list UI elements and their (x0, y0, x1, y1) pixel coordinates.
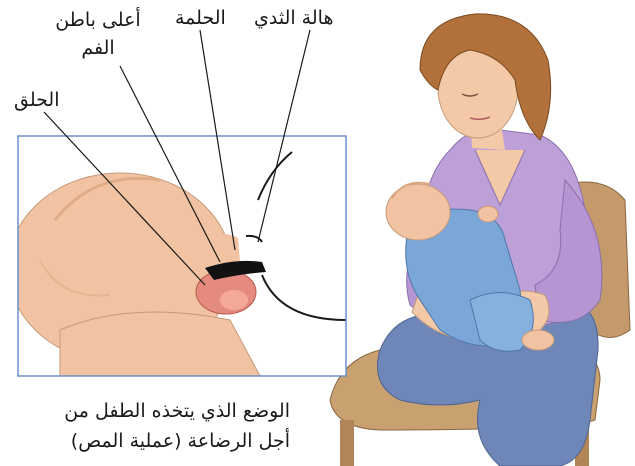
label-nipple: الحلمة (175, 6, 226, 30)
caption-line-1: الوضع الذي يتخذه الطفل من (64, 396, 290, 426)
label-palate: أعلى باطن الفم (42, 6, 154, 62)
label-throat: الحلق (14, 88, 59, 112)
closeup-inset (8, 136, 346, 376)
label-areola: هالة الثدي (254, 6, 333, 30)
caption-line-2: أجل الرضاعة (عملية المص) (71, 426, 290, 456)
